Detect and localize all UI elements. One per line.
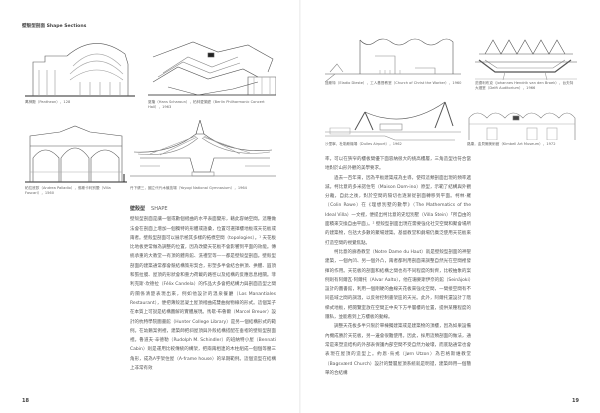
paragraph: 調整天花板多半只限於單棟獨建築或是建築物的頂樓，因為如果設備內機成勝於天花板，另… [325, 324, 471, 376]
paragraph: 柯比意的廊香教堂（Notre Dame du Haut）就是壁殼型剖面的神聖建築… [325, 249, 471, 321]
paragraph: 率，可以在狹窄的樓板間優下面容納很大的挑高樓層，三角造型也符合當地對於山形外觀的… [325, 157, 471, 172]
body-text-right: 率，可以在狹窄的樓板間優下面容納很大的挑高樓層，三角造型也符合當地對於山形外觀的… [325, 155, 471, 378]
figure-berlin-philharmonic [148, 37, 276, 97]
figure-yoyogi [130, 120, 276, 184]
page-number-left: 18 [22, 398, 29, 404]
figure-pantheon [25, 40, 135, 98]
page-number-right: 19 [572, 398, 579, 404]
caption-berlin: 夏隆（Hans Scharoun），柏林愛樂廳（Berlin Philharmo… [148, 100, 265, 110]
caption-yoyogi: 丹下健三，國立代代木競技場（Yoyogi National Gymnasium）… [130, 186, 247, 190]
figure-delft-auditorium [475, 38, 577, 80]
caption-church: 迪斯特（Eladio Dieste），工人基督教堂（Church of Chri… [325, 81, 462, 85]
caption-pantheon: 萬神殿（Pantheon），128 [25, 100, 71, 104]
paragraph: 壁殼型剖面是讓一個或數個褶曲的水平表面變形，藉此容納空間。這種做法會在剖面上增加… [130, 217, 276, 372]
gutter [299, 0, 301, 413]
figure-kimbell-museum [467, 110, 577, 140]
caption-kimbell: 路康，金貝爾美術館（Kimbell Art Museum），1972 [467, 142, 556, 146]
caption-villa-foscari: 帕拉底歐（Andrea Palladio），佛斯卡利別墅（Villa Fosca… [25, 186, 111, 196]
caption-dulles: 沙里寧，杜勒斯機場（Dulles Airport），1962 [325, 142, 402, 146]
figure-dulles-airport [325, 100, 461, 142]
figure-villa-foscari [25, 124, 127, 184]
paragraph: 過去一百年來，因為平板建築成為主導，使得這類剖面出現的頻率遞減。柯比意的多米諾住… [325, 175, 471, 246]
caption-delft: 范德利布克（Johannes Hendrik van den Broek），台夫… [475, 81, 574, 91]
figure-church-christ-worker [325, 38, 461, 82]
section-header: 壁殼型剖面 Shape Sections [22, 24, 87, 29]
